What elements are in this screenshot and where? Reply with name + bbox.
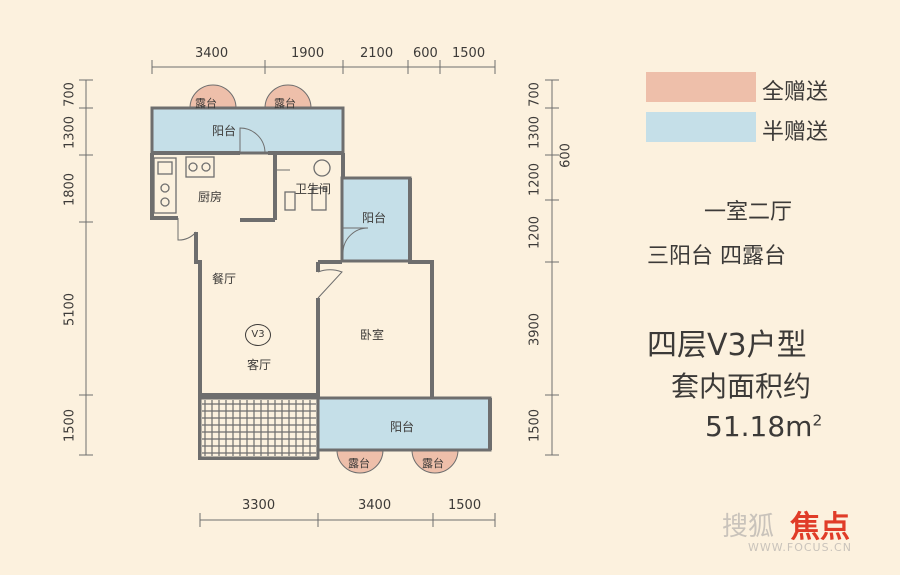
label-terrace-3: 露台 bbox=[348, 457, 370, 470]
dim-top-3: 2100 bbox=[360, 46, 394, 61]
label-balcony-bottom: 阳台 bbox=[390, 420, 415, 434]
unit-mark-v3: V3 bbox=[245, 324, 271, 346]
dim-top-2: 1900 bbox=[291, 46, 325, 61]
dim-right-5: 3900 bbox=[527, 312, 543, 347]
legend-label-full: 全赠送 bbox=[762, 80, 829, 105]
label-bathroom: 卫生间 bbox=[295, 182, 332, 196]
label-terrace-1: 露台 bbox=[195, 97, 217, 110]
kitchen-fixtures bbox=[153, 156, 215, 214]
bay-window-lattice bbox=[198, 396, 320, 460]
dim-bottom-1: 3300 bbox=[242, 498, 276, 513]
dim-right-2: 1300 bbox=[527, 115, 543, 150]
layout-text: 一室二厅 bbox=[704, 200, 793, 225]
area-label: 套内面积约 bbox=[671, 370, 812, 403]
terrace-top-right bbox=[264, 84, 312, 109]
dim-left-5: 1500 bbox=[62, 408, 78, 443]
dim-right-3: 1200 bbox=[527, 162, 543, 197]
dim-top-5: 1500 bbox=[452, 46, 486, 61]
terrace-bottom-left bbox=[336, 449, 384, 474]
label-balcony-top: 阳台 bbox=[212, 124, 237, 138]
dim-bottom-3: 1500 bbox=[448, 498, 482, 513]
bathroom-fixtures bbox=[284, 159, 331, 211]
label-dining: 餐厅 bbox=[212, 272, 237, 286]
dim-left-2: 1300 bbox=[62, 115, 78, 150]
dimension-lines bbox=[79, 60, 559, 527]
dim-right-6: 1500 bbox=[527, 408, 543, 443]
label-living: 客厅 bbox=[247, 358, 272, 372]
watermark-url: WWW.FOCUS.CN bbox=[748, 541, 852, 554]
dim-right-1: 700 bbox=[527, 82, 543, 107]
balconies-text: 三阳台 四露台 bbox=[647, 244, 786, 269]
dim-left-1: 700 bbox=[62, 82, 78, 107]
terrace-top-left bbox=[189, 84, 237, 109]
unit-title: 四层V3户型 bbox=[647, 328, 807, 363]
terrace-bottom-right bbox=[411, 449, 459, 474]
legend-swatch-full bbox=[646, 72, 756, 102]
dim-left-3: 1800 bbox=[62, 172, 78, 207]
legend-label-half: 半赠送 bbox=[762, 120, 829, 145]
label-bedroom: 卧室 bbox=[360, 328, 385, 342]
watermark-cn: 搜狐 bbox=[722, 512, 775, 542]
dim-top-1: 3400 bbox=[195, 46, 229, 61]
balcony-mid bbox=[340, 176, 412, 263]
dim-right-4: 1200 bbox=[527, 215, 543, 250]
watermark-brand: 焦点 bbox=[790, 510, 850, 545]
label-balcony-mid: 阳台 bbox=[362, 211, 387, 225]
label-terrace-4: 露台 bbox=[422, 457, 444, 470]
legend-swatch-half bbox=[646, 112, 756, 142]
dim-bottom-2: 3400 bbox=[358, 498, 392, 513]
balcony-top bbox=[150, 106, 345, 155]
area-number: 51.18m bbox=[705, 410, 813, 443]
label-kitchen: 厨房 bbox=[198, 190, 223, 204]
dim-left-4: 5100 bbox=[62, 292, 78, 327]
doors bbox=[177, 127, 369, 299]
label-terrace-2: 露台 bbox=[274, 97, 296, 110]
dim-right-outer: 600 bbox=[558, 143, 574, 168]
area-sup: 2 bbox=[812, 411, 823, 430]
dim-top-4: 600 bbox=[413, 46, 438, 61]
area-value: 51.18m2 bbox=[705, 410, 822, 443]
